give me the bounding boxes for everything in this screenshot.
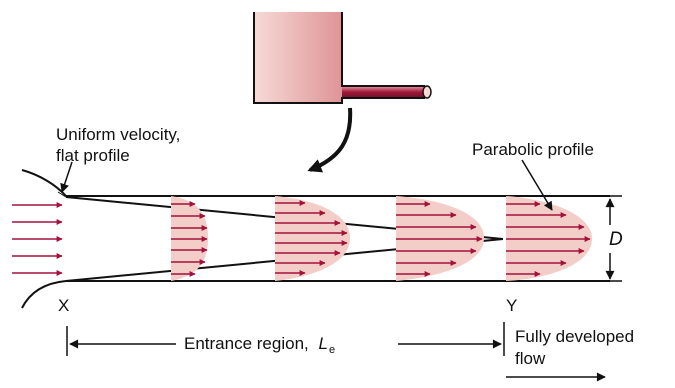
point-x-label: X (58, 296, 70, 315)
profile-2-arrows (275, 200, 348, 276)
flat-profile-label: flat profile (56, 146, 130, 165)
uniform-velocity-label: Uniform velocity, (56, 125, 181, 144)
inlet-velocity-arrows (12, 202, 63, 276)
point-y-label: Y (506, 296, 518, 315)
outlet-pipe-opening (422, 85, 432, 99)
pipe (21, 169, 610, 309)
profile-1-arrows (171, 201, 208, 277)
uniform-profile-leader (60, 161, 73, 193)
diameter-label: D (609, 229, 623, 250)
profile-3-arrows (396, 201, 483, 277)
outlet-pipe (342, 86, 427, 98)
velocity-profile-2 (275, 196, 350, 281)
diameter-dimension (595, 195, 622, 282)
entrance-region-dimension (66, 322, 505, 356)
fully-developed-label: Fully developed (515, 327, 635, 346)
entrance-region-label: Entrance region, Le (184, 334, 335, 356)
flow-label: flow (515, 349, 546, 368)
inlet-lip-top (21, 169, 67, 197)
entrance-length-symbol: L (318, 334, 328, 353)
supply-tank (253, 12, 432, 104)
entrance-region-text: Entrance region, (184, 334, 309, 353)
entrance-length-subscript: e (328, 344, 336, 356)
parabolic-profile-leader (521, 159, 553, 211)
parabolic-profile-label: Parabolic profile (472, 140, 594, 159)
profile-4-arrows (506, 201, 591, 277)
flow-direction-arrow (307, 107, 353, 173)
inlet-lip-bottom (21, 280, 67, 309)
